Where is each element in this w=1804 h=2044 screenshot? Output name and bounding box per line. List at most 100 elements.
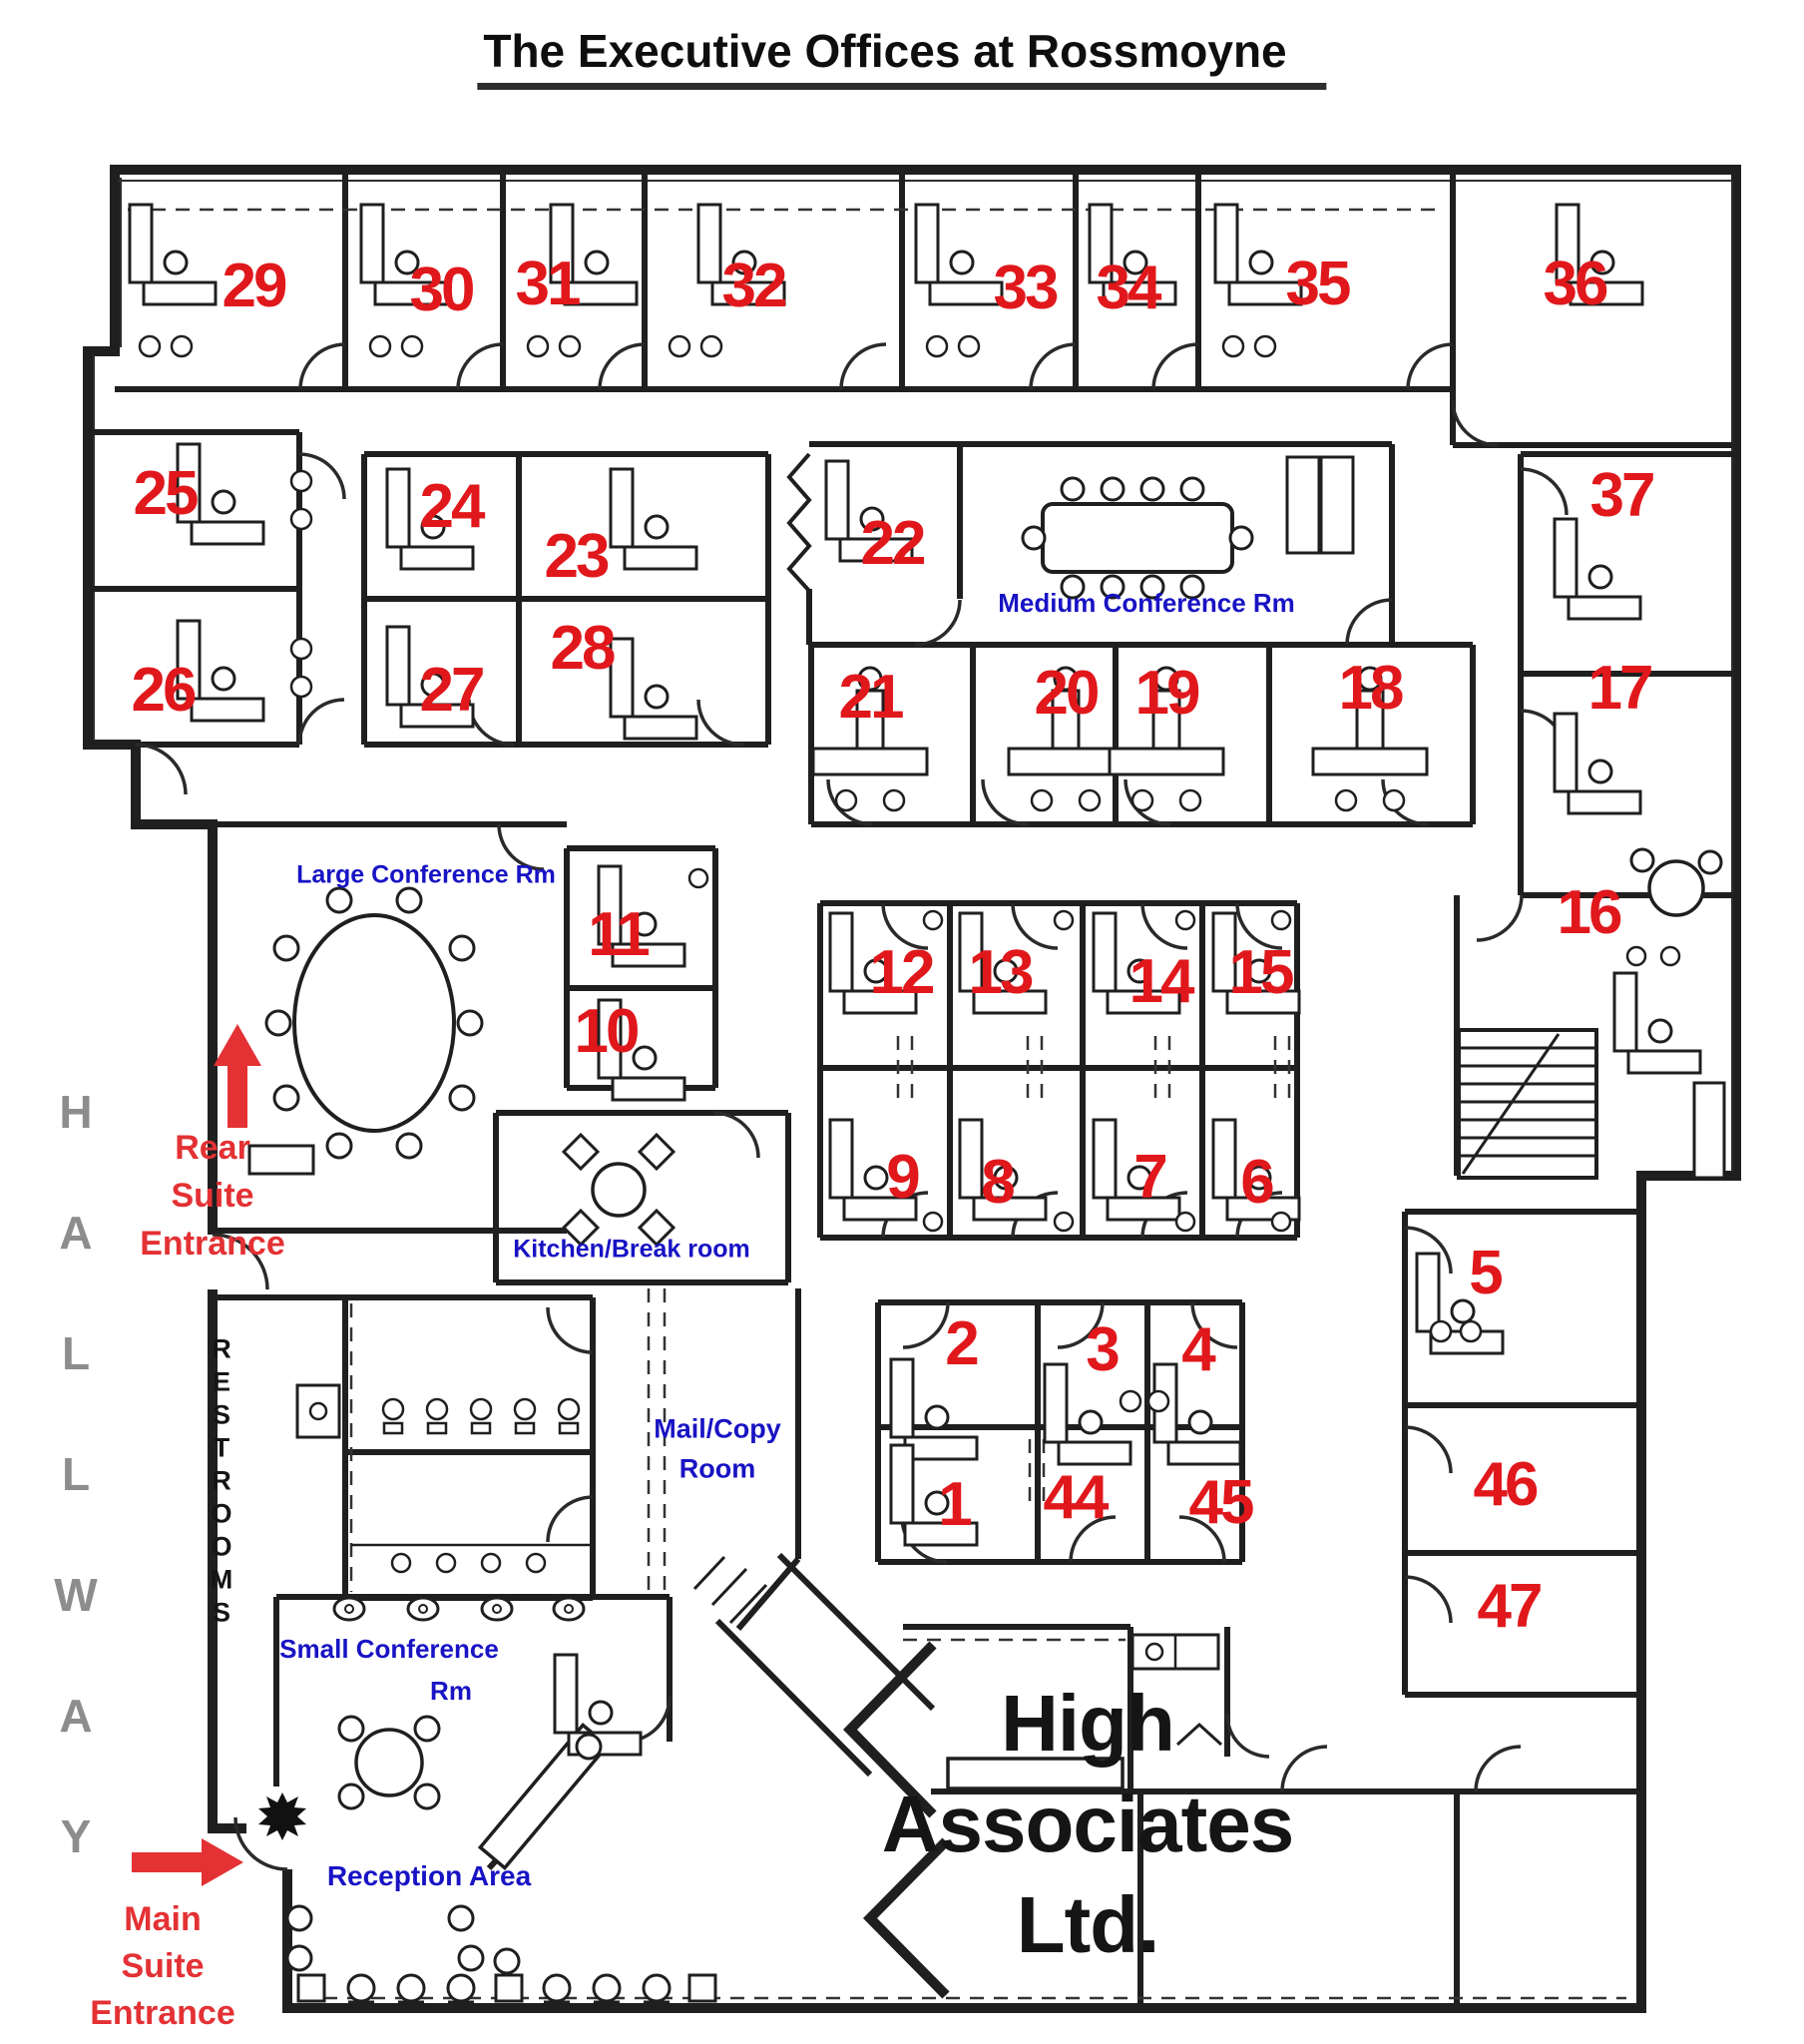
- desk: [828, 1118, 854, 1200]
- restrooms-letter: S: [212, 1399, 231, 1430]
- reception-chair: [457, 1944, 485, 1972]
- guest-chair: [1146, 1389, 1170, 1413]
- large-conference-room-label: Large Conference Rm: [296, 860, 556, 889]
- chair: [1053, 1211, 1075, 1233]
- desk: [611, 1076, 686, 1102]
- desk: [359, 203, 385, 284]
- accordion-door: [786, 452, 812, 593]
- conference-chair: [413, 1783, 441, 1810]
- room-16-number: 16: [1557, 878, 1623, 947]
- desk: [1106, 989, 1181, 1015]
- room-36-number: 36: [1543, 250, 1609, 318]
- kitchen-table: [591, 1162, 647, 1218]
- desk: [1569, 280, 1644, 306]
- chair: [859, 506, 885, 532]
- desk: [972, 1196, 1048, 1222]
- room-15-number: 15: [1228, 938, 1295, 1007]
- desk: [958, 911, 984, 993]
- chair: [1629, 847, 1655, 873]
- desk: [142, 280, 218, 306]
- chair: [644, 684, 670, 710]
- chair: [1127, 958, 1152, 984]
- sink: [480, 1552, 502, 1574]
- conference-chair: [1100, 476, 1126, 502]
- room-21-number: 21: [838, 663, 905, 732]
- chair: [418, 1604, 428, 1614]
- conference-chair: [337, 1783, 365, 1810]
- room-16-furniture: [1647, 859, 1726, 1180]
- conference-chair: [1179, 574, 1205, 600]
- desk: [1311, 747, 1429, 776]
- room-30-number: 30: [409, 256, 476, 324]
- guest-chair: [668, 334, 691, 358]
- guest-chair: [1130, 788, 1154, 812]
- desk: [1057, 1440, 1132, 1466]
- guest-chair: [138, 334, 162, 358]
- chair: [588, 1700, 614, 1726]
- tenant-sign-line: High: [1001, 1679, 1175, 1768]
- desk: [190, 697, 265, 723]
- kitchen-chair: [637, 1132, 676, 1172]
- guest-chair: [957, 334, 981, 358]
- chair: [1697, 849, 1723, 875]
- desk: [914, 203, 940, 284]
- conference-chair: [413, 1715, 441, 1743]
- chair: [1248, 250, 1274, 275]
- small-conference-room-label: Small Conference: [279, 1634, 499, 1664]
- rear-suite-entrance-arrow-icon: [214, 1024, 261, 1128]
- ramp-hatch: [692, 1555, 768, 1625]
- desk: [1213, 203, 1239, 284]
- room-19-number: 19: [1134, 659, 1201, 728]
- desk: [190, 520, 265, 546]
- sink: [435, 1552, 457, 1574]
- chair: [632, 911, 658, 937]
- desk: [855, 689, 885, 751]
- desk: [842, 1196, 918, 1222]
- desk: [1088, 203, 1114, 284]
- desk: [597, 998, 623, 1080]
- guest-chair: [1334, 788, 1358, 812]
- chair: [993, 958, 1019, 984]
- chair: [1174, 1211, 1196, 1233]
- conference-chair: [1139, 476, 1165, 502]
- chair: [949, 250, 975, 275]
- room-44-number: 44: [1043, 1463, 1110, 1532]
- chair: [993, 1165, 1019, 1191]
- guest-chair: [368, 334, 392, 358]
- chair: [1659, 945, 1681, 967]
- desk: [1415, 1252, 1441, 1333]
- medium-conference-room-label: Medium Conference Rm: [998, 588, 1295, 618]
- room-18-number: 18: [1338, 654, 1405, 723]
- room-10-number: 10: [574, 997, 641, 1066]
- desk: [558, 1421, 580, 1435]
- desk: [563, 280, 639, 306]
- conference-chair: [325, 886, 353, 914]
- chair: [857, 666, 883, 692]
- plant-icon: [258, 1792, 306, 1840]
- conference-chair: [272, 1084, 300, 1112]
- large-conference-table: [292, 913, 456, 1133]
- desk: [1227, 280, 1303, 306]
- desk: [1211, 911, 1237, 993]
- desk: [1092, 1118, 1118, 1200]
- hallway-letter: L: [61, 1327, 91, 1379]
- conference-chair: [264, 1009, 292, 1037]
- guest-chair: [1429, 1319, 1453, 1343]
- guest-chair: [289, 507, 313, 531]
- tenant-sign-line: Ltd.: [1016, 1880, 1160, 1969]
- conference-sideboard: [247, 1144, 315, 1176]
- hallway-letter: A: [59, 1207, 93, 1259]
- desk: [828, 911, 854, 993]
- desk: [1225, 989, 1301, 1015]
- desk: [972, 989, 1048, 1015]
- desk: [176, 442, 202, 524]
- desk: [1106, 1196, 1181, 1222]
- guest-chair: [170, 334, 194, 358]
- desk: [889, 1357, 915, 1439]
- desk: [1553, 517, 1578, 599]
- guest-chair: [882, 788, 906, 812]
- conference-chair: [448, 1084, 476, 1112]
- desk: [296, 1973, 326, 2003]
